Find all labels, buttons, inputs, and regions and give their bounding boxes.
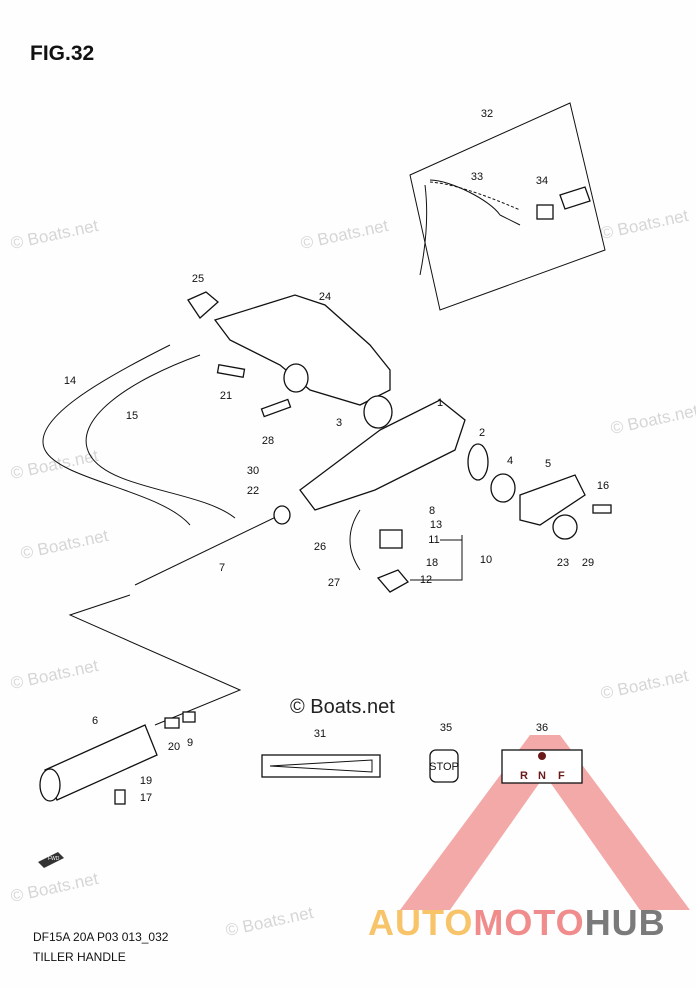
- shift-f: F: [558, 770, 565, 782]
- callout-14: 14: [64, 375, 76, 387]
- bracket-24: [213, 294, 391, 406]
- callout-32: 32: [481, 108, 493, 120]
- plate-23: [552, 514, 578, 540]
- callout-28: 28: [262, 435, 274, 447]
- stop-decal-text: STOP: [429, 761, 459, 773]
- coil-cord: [429, 181, 521, 211]
- callout-27: 27: [328, 577, 340, 589]
- tiller-handle-1: [299, 399, 466, 511]
- callout-20: 20: [168, 741, 180, 753]
- callout-10: 10: [480, 554, 492, 566]
- stop-switch: [559, 186, 591, 210]
- switch-11: [379, 529, 403, 549]
- brand-auto: AUTO: [368, 902, 474, 943]
- bolt-28: [260, 398, 292, 418]
- seal-3: [363, 395, 393, 429]
- bracket-10-line: [410, 535, 463, 581]
- pin-21: [216, 364, 246, 378]
- watermark-main: © Boats.net: [290, 696, 395, 718]
- callout-8: 8: [429, 505, 435, 517]
- throttle-cable-14: [42, 344, 191, 526]
- callout-9: 9: [187, 737, 193, 749]
- switch-12: [376, 569, 410, 593]
- shaft-collar: [273, 505, 291, 525]
- callout-21: 21: [220, 390, 232, 402]
- shift-decal-dot: [538, 752, 546, 760]
- callout-2: 2: [479, 427, 485, 439]
- callout-19: 19: [140, 775, 152, 787]
- callout-34: 34: [536, 175, 548, 187]
- brand-hub: HUB: [584, 902, 666, 943]
- callout-6: 6: [92, 715, 98, 727]
- brand-triangle-logo: [400, 735, 690, 910]
- grommet-25: [187, 291, 219, 319]
- callout-24: 24: [319, 291, 331, 303]
- decal-31: [261, 754, 381, 778]
- stop-decal-35: [429, 749, 459, 783]
- callout-18: 18: [426, 557, 438, 569]
- decal-31-wedge: [269, 759, 373, 773]
- shift-r: R: [520, 770, 528, 782]
- fwd-arrow-icon: [38, 852, 64, 868]
- callout-25: 25: [192, 273, 204, 285]
- lanyard-kit-box: [409, 102, 606, 311]
- bolt-16: [592, 504, 612, 514]
- callout-31: 31: [314, 728, 326, 740]
- diagram-title: TILLER HANDLE: [33, 950, 126, 964]
- throttle-cable-15: [85, 354, 236, 519]
- spring-20: [164, 717, 180, 729]
- nut-34: [536, 204, 554, 220]
- callout-5: 5: [545, 458, 551, 470]
- callout-7: 7: [219, 562, 225, 574]
- leader-line: [68, 594, 242, 726]
- callout-16: 16: [597, 480, 609, 492]
- callout-3: 3: [336, 417, 342, 429]
- bushing-4: [490, 473, 516, 503]
- callout-36: 36: [536, 722, 548, 734]
- figure-label: FIG.32: [30, 42, 95, 65]
- callout-33: 33: [471, 171, 483, 183]
- brand-moto: MOTO: [473, 902, 585, 943]
- callout-23: 23: [557, 557, 569, 569]
- callout-4: 4: [507, 455, 513, 467]
- screw-17: [114, 789, 126, 805]
- lanyard-cord: [419, 179, 521, 276]
- callout-29: 29: [582, 557, 594, 569]
- fwd-text: FWD: [48, 856, 60, 862]
- callout-15: 15: [126, 410, 138, 422]
- callout-13: 13: [430, 519, 442, 531]
- diagram-code: DF15A 20A P03 013_032: [33, 930, 169, 944]
- washer-2: [467, 443, 489, 481]
- callout-35: 35: [440, 722, 452, 734]
- grip-end: [39, 768, 61, 802]
- callout-30: 30: [247, 465, 259, 477]
- callout-17: 17: [140, 792, 152, 804]
- brand-logo: AUTOMOTOHUB: [368, 902, 666, 944]
- wire-26: [349, 509, 361, 571]
- throttle-shaft-7: [134, 514, 281, 586]
- callout-26: 26: [314, 541, 326, 553]
- cap-9: [182, 711, 196, 723]
- shift-lever-5: [519, 474, 586, 526]
- shift-n: N: [538, 770, 546, 782]
- throttle-grip-6: [44, 724, 158, 801]
- callout-22: 22: [247, 485, 259, 497]
- callout-12: 12: [420, 574, 432, 586]
- bracket-hole: [283, 363, 309, 393]
- callout-11: 11: [428, 534, 439, 546]
- callout-1: 1: [437, 397, 443, 409]
